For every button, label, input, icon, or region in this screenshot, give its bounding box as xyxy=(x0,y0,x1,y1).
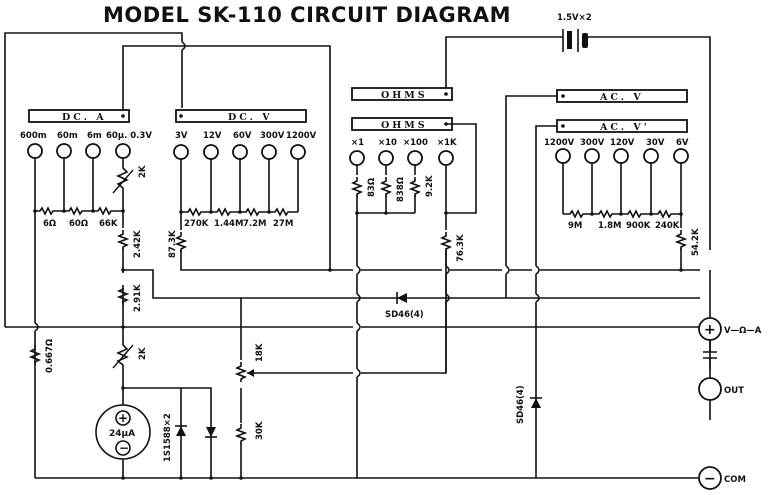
wire xyxy=(122,45,331,270)
range-label: 1200V xyxy=(544,138,575,148)
range-jack[interactable] xyxy=(203,144,219,160)
resistor-label: 87.3K xyxy=(168,230,178,258)
resistor-label: 0.667Ω xyxy=(45,339,55,373)
ohms-bar-label: OHMS xyxy=(381,120,428,131)
resistor-label: 2.42K xyxy=(133,230,143,258)
dca-ranges: 600m 60m 6m 60μ. 0.3V 2K 6Ω 60Ω 66K xyxy=(20,131,152,229)
resistor-label: 7.2M xyxy=(243,219,267,229)
resistor-label: 30K xyxy=(255,421,265,440)
ohms-ranges: ×1 ×10 ×100 ×1K 83Ω 838Ω 9.2K 76.3K xyxy=(349,123,477,478)
out-terminal[interactable] xyxy=(698,377,722,401)
range-label: 60V xyxy=(233,131,252,141)
dca-switch-bar[interactable] xyxy=(28,109,130,123)
range-jack[interactable] xyxy=(349,150,365,166)
terminal-label: COM xyxy=(724,475,746,485)
resistor-label: 9M xyxy=(568,221,582,231)
range-label: 30V xyxy=(646,138,665,148)
resistor-label: 2K xyxy=(138,165,148,178)
dcv-switch-bar[interactable] xyxy=(175,109,307,123)
range-label: ×100 xyxy=(403,138,428,148)
resistor-label: 2.91K xyxy=(133,284,143,312)
resistor-label: 54.2K xyxy=(691,228,701,256)
range-label: 60m xyxy=(57,131,78,141)
resistor-label: 60Ω xyxy=(69,219,88,229)
com-terminal[interactable] xyxy=(698,466,722,490)
range-jack[interactable] xyxy=(407,150,423,166)
range-label: 300V xyxy=(260,131,285,141)
rectifier-diode-h: SD46(4) xyxy=(385,292,424,320)
resistor-label: 83Ω xyxy=(367,178,377,197)
range-jack[interactable] xyxy=(378,150,394,166)
range-label: 6V xyxy=(676,138,689,148)
battery-label: 1.5V×2 xyxy=(557,13,592,23)
meter-label: 24μA xyxy=(109,429,135,439)
range-jack[interactable] xyxy=(290,144,306,160)
range-label: 60μ. 0.3V xyxy=(106,131,152,141)
diode-label: 1S1588×2 xyxy=(163,413,173,462)
range-jack[interactable] xyxy=(56,143,72,159)
dcv-ranges: 3V 12V 60V 300V 1200V 270K 1.44M 7.2M 27… xyxy=(168,131,710,272)
range-jack[interactable] xyxy=(584,148,600,164)
range-label: 600m xyxy=(20,131,47,141)
range-jack[interactable] xyxy=(643,148,659,164)
range-label: ×1 xyxy=(351,138,364,148)
terminals: + V—Ω—A OUT − COM xyxy=(698,250,762,490)
minus-icon: − xyxy=(704,471,716,487)
terminal-label: V—Ω—A xyxy=(724,326,762,336)
diagram-title: MODEL SK-110 CIRCUIT DIAGRAM xyxy=(103,3,511,27)
battery: 1.5V×2 xyxy=(445,13,711,478)
terminal-label: OUT xyxy=(724,386,744,396)
resistor-label: 18K xyxy=(255,343,265,362)
dcv-bar-label: DC. V xyxy=(228,112,273,123)
range-label: 3V xyxy=(175,131,188,141)
range-label: 1200V xyxy=(286,131,317,141)
range-jack[interactable] xyxy=(613,148,629,164)
range-label: ×1K xyxy=(437,138,457,148)
resistor-label: 1.8M xyxy=(598,221,622,231)
resistor-label: 1.44M xyxy=(214,219,243,229)
resistor-label: 240K xyxy=(655,221,680,231)
range-label: 300V xyxy=(580,138,605,148)
ohms-top-bar-label: OHMS xyxy=(381,90,428,101)
resistor-label: 2K xyxy=(138,347,148,360)
range-jack[interactable] xyxy=(115,143,131,159)
range-jack[interactable] xyxy=(673,148,689,164)
range-jack[interactable] xyxy=(27,143,43,159)
acv-ranges: 1200V 300V 120V 30V 6V 9M 1.8M 900K 240K… xyxy=(544,138,712,272)
range-jack[interactable] xyxy=(555,148,571,164)
resistor-label: 66K xyxy=(99,219,118,229)
rectifier-diode-v: SD46(4) xyxy=(516,385,542,424)
range-label: 12V xyxy=(203,131,222,141)
plus-icon: + xyxy=(704,322,716,338)
acv-top-bar-label: AC. V xyxy=(599,92,644,103)
range-label: ×10 xyxy=(378,138,397,148)
acv-bar-label: AC. V' xyxy=(599,122,650,133)
wire xyxy=(4,32,183,327)
ohms-top-switch-bar[interactable] xyxy=(351,87,453,101)
meter-minus-icon: − xyxy=(119,441,129,455)
range-label: 120V xyxy=(610,138,635,148)
range-jack[interactable] xyxy=(438,150,454,166)
resistor-label: 838Ω xyxy=(396,177,406,202)
resistor-label: 270K xyxy=(184,219,209,229)
resistor-label: 900K xyxy=(626,221,651,231)
dca-bar-label: DC. A xyxy=(62,112,107,123)
range-jack[interactable] xyxy=(232,144,248,160)
range-label: 6m xyxy=(87,131,102,141)
resistor-label: 27M xyxy=(273,219,293,229)
range-jack[interactable] xyxy=(85,143,101,159)
resistor-label: 6Ω xyxy=(43,219,56,229)
range-jack[interactable] xyxy=(261,144,277,160)
resistor-label: 9.2K xyxy=(425,175,435,197)
diode-label: SD46(4) xyxy=(385,310,424,320)
meter: + 24μA − xyxy=(95,388,151,478)
meter-plus-icon: + xyxy=(118,411,128,425)
diode-label: SD46(4) xyxy=(516,385,526,424)
range-jack[interactable] xyxy=(173,144,189,160)
resistor-label: 76.3K xyxy=(456,234,466,262)
protection-diodes: 1S1588×2 xyxy=(163,413,217,462)
